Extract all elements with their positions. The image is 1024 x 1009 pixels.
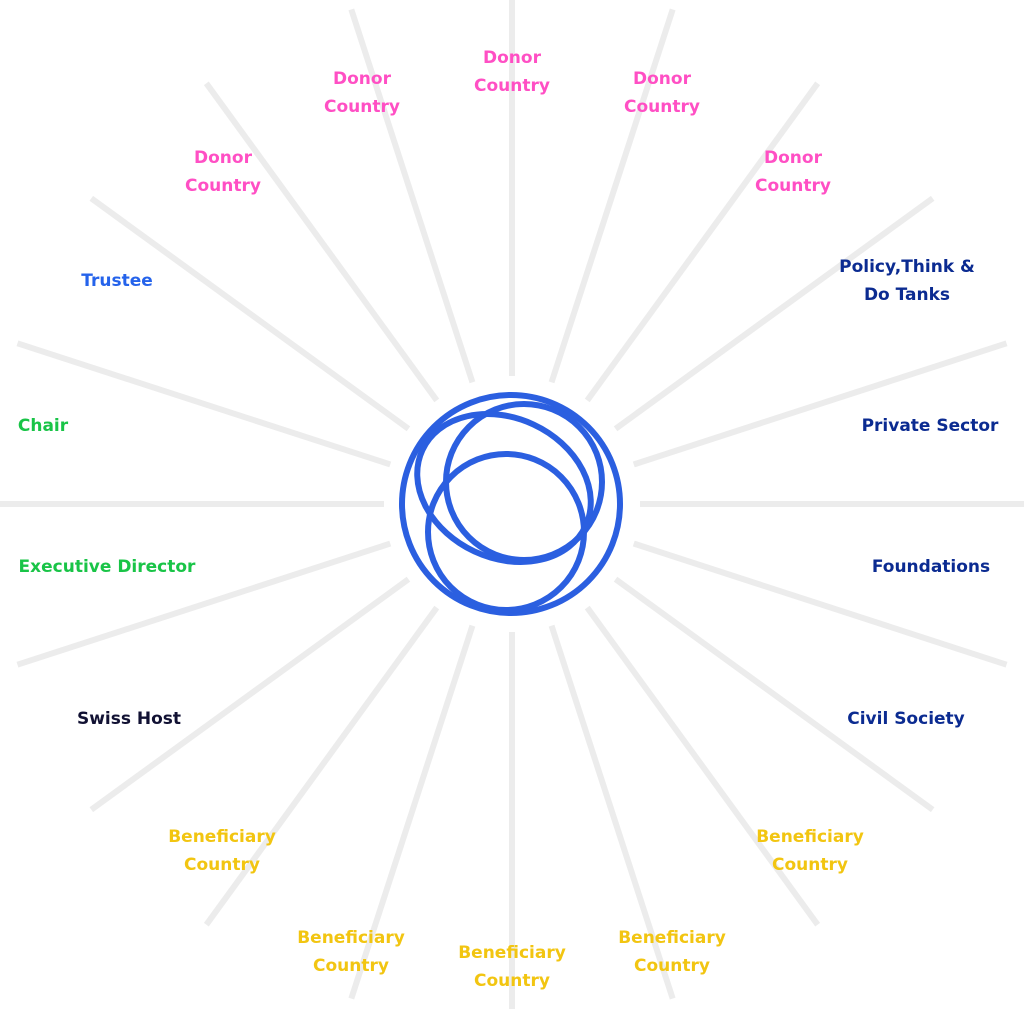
trustee-label: Trustee [81, 271, 153, 291]
civil-society-label: Civil Society [847, 709, 965, 729]
spoke-line [584, 81, 821, 403]
logo-outer-circle [399, 392, 623, 616]
policy-think-do-tanks-label: Policy,Think &Do Tanks [839, 257, 975, 305]
spoke-line [632, 340, 1008, 468]
executive-director-label: Executive Director [18, 557, 196, 577]
spoke-line [89, 195, 411, 432]
spoke-line [632, 540, 1008, 668]
spoke-line [613, 195, 935, 432]
spoke-line [584, 605, 821, 927]
spoke-line [16, 340, 392, 468]
interlocking-circles-logo-icon [399, 392, 623, 616]
spoke-line [348, 8, 476, 384]
spoke-line [548, 8, 676, 384]
foundations-label: Foundations [871, 557, 991, 577]
logo-inner-ellipse [414, 411, 594, 565]
logo-inner-circle-bottom [425, 451, 587, 613]
private-sector-label: Private Sector [861, 416, 999, 436]
spoke-line [89, 576, 411, 813]
spoke-line [16, 540, 392, 668]
spoke-line [613, 576, 935, 813]
spoke-line [348, 624, 476, 1000]
spoke-line [203, 605, 440, 927]
spoke-line [203, 81, 440, 403]
spoke-line [548, 624, 676, 1000]
chair-label: Chair [17, 416, 69, 436]
swiss-host-label: Swiss Host [76, 709, 182, 729]
